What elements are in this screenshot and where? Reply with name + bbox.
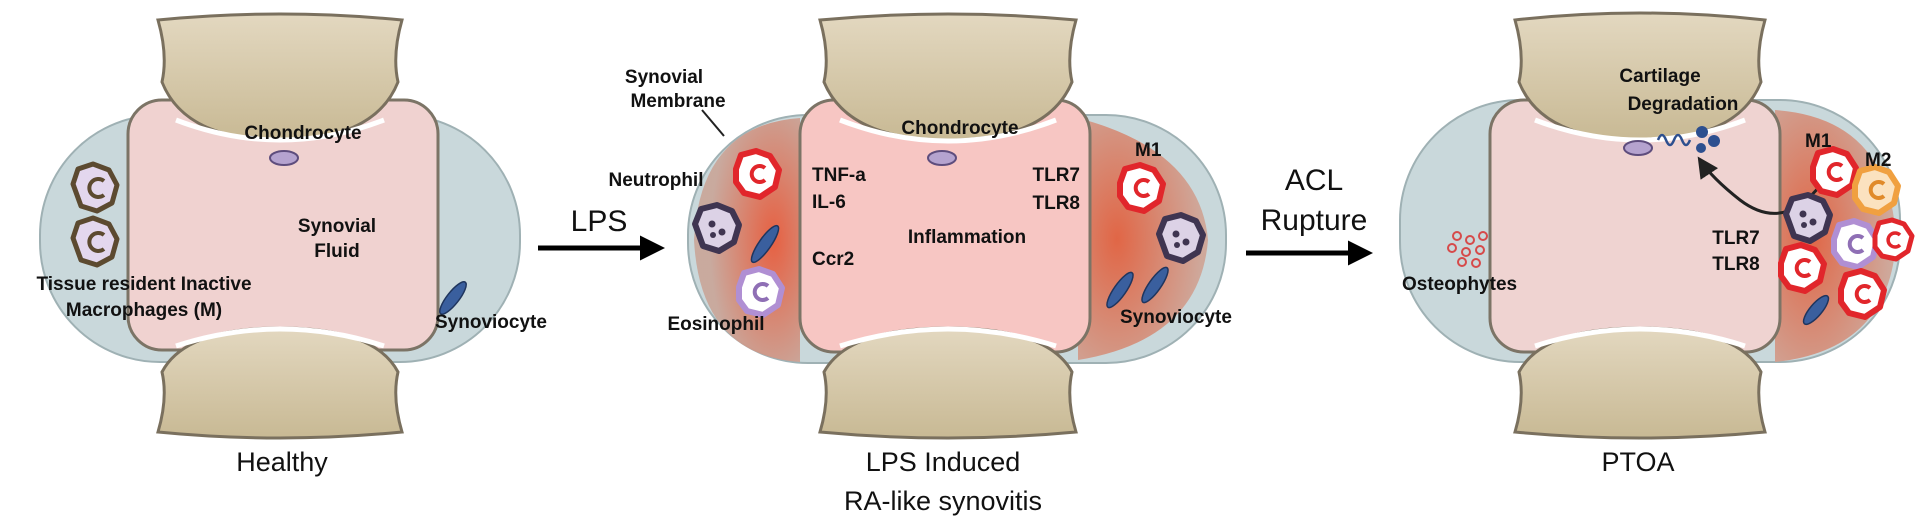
arrow-label: LPS (571, 205, 628, 238)
panel-caption-line2: RA-like synovitis (844, 486, 1042, 516)
upper-bone (818, 12, 1078, 142)
tnf-label: TNF-a (812, 165, 866, 186)
synoviocyte-cell (750, 224, 780, 264)
monocyte-cell (1783, 192, 1833, 244)
panel-ptoa: Cartilage Degradation M1 M2 TLR7 TLR8 Os… (1399, 11, 1915, 477)
panel-caption-line1: LPS Induced (866, 447, 1021, 477)
m2-label: M2 (1865, 150, 1891, 171)
neutrophil-cell (733, 148, 782, 200)
il6-label: IL-6 (812, 192, 846, 213)
cartilage-debris (1708, 135, 1720, 147)
synoviocyte-label: Synoviocyte (1120, 307, 1232, 328)
synoviocyte-cell (1802, 294, 1830, 326)
synovial-membrane-label-line2: Membrane (630, 91, 725, 112)
arrow-label-line2: Rupture (1261, 204, 1368, 237)
cartilage-degradation-label-line2: Degradation (1628, 94, 1739, 115)
eosinophil-label: Eosinophil (667, 314, 764, 335)
cartilage-debris (1696, 126, 1708, 138)
lower-cartilage (1534, 326, 1746, 349)
inflammation-label: Inflammation (908, 227, 1026, 248)
panel-lps-induced: Synovial Membrane Chondrocyte Neutrophil… (609, 12, 1232, 516)
m1-label: M1 (1805, 131, 1832, 152)
m1-label: M1 (1135, 140, 1162, 161)
upper-cartilage (839, 117, 1057, 144)
m2-macrophage-cell (1852, 164, 1901, 216)
inactive-macrophage (70, 161, 120, 214)
chondrocyte-label: Chondrocyte (244, 123, 361, 144)
synovial-membrane-label-line1: Synovial (625, 67, 703, 88)
cartilage-debris (1696, 143, 1706, 153)
membrane-pointer-line (701, 109, 725, 137)
tlr8-label: TLR8 (1712, 254, 1760, 275)
m1-macrophage-cell (1872, 217, 1915, 262)
upper-bone (156, 12, 404, 142)
macrophage-label-line2: Macrophages (M) (66, 300, 222, 321)
panel-healthy: Chondrocyte Synovial Fluid Tissue reside… (36, 12, 547, 477)
monocyte-cell (1156, 212, 1206, 264)
tlr8-label: TLR8 (1033, 193, 1081, 214)
synoviocyte-cell (439, 281, 467, 315)
lower-bone (1513, 326, 1767, 440)
lower-bone (156, 326, 404, 440)
synoviocyte-cell (1106, 271, 1134, 309)
osteophytes-cluster (1447, 231, 1488, 268)
panel-caption: PTOA (1601, 447, 1674, 477)
eosinophil-cell (1831, 218, 1880, 270)
arrow-label-line1: ACL (1285, 164, 1343, 197)
m1-macrophage-cell (1117, 162, 1166, 214)
synovial-fluid-label-line2: Fluid (314, 241, 359, 262)
monocyte-cell (692, 202, 742, 254)
chondrocyte-label: Chondrocyte (901, 118, 1018, 139)
cartilage-degradation-label-line1: Cartilage (1619, 66, 1700, 87)
transition-arrow-lps: LPS (538, 205, 665, 261)
neutrophil-label: Neutrophil (609, 170, 704, 191)
inactive-macrophage (70, 215, 120, 268)
transition-arrow-acl-rupture: ACL Rupture (1246, 164, 1373, 266)
macrophage-label-line1: Tissue resident Inactive (36, 274, 251, 295)
m1-macrophage-cell (1810, 146, 1859, 198)
lower-cartilage (839, 326, 1057, 349)
chondrocyte-cell (1623, 140, 1653, 156)
eosinophil-cell (736, 266, 785, 318)
tlr7-label: TLR7 (1712, 228, 1760, 249)
upper-cartilage (175, 117, 385, 143)
m1-macrophage-cell (1838, 268, 1887, 320)
synovial-fluid-label-line1: Synovial (298, 216, 376, 237)
lower-cartilage (175, 326, 385, 349)
upper-bone (1513, 11, 1767, 142)
synoviocyte-label: Synoviocyte (435, 312, 547, 333)
synoviocyte-cell (1141, 266, 1169, 304)
ccr2-label: Ccr2 (812, 249, 854, 270)
chondrocyte-cell (269, 150, 299, 166)
tlr7-label: TLR7 (1033, 165, 1081, 186)
chondrocyte-cell (927, 150, 957, 166)
panel-caption: Healthy (236, 447, 328, 477)
osteophytes-label: Osteophytes (1402, 274, 1517, 295)
degradation-squiggle (1656, 133, 1692, 147)
m1-macrophage-cell (1778, 242, 1827, 294)
upper-cartilage (1534, 117, 1746, 143)
lower-bone (818, 326, 1078, 440)
